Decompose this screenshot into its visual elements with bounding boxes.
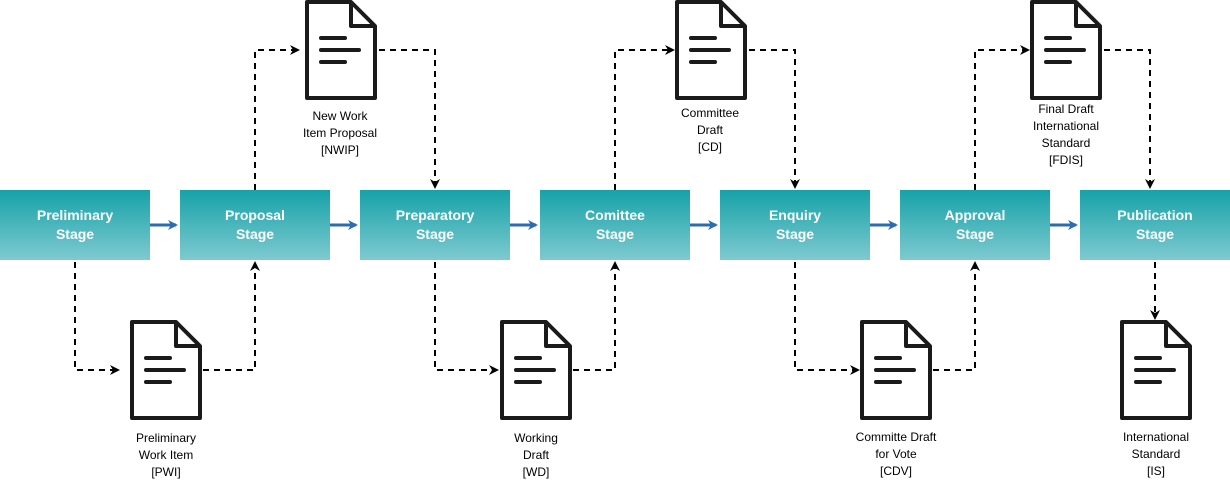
- stage-comittee-line1: Comittee: [585, 207, 645, 223]
- label-fdis: Final Draft International Standard [FDIS…: [996, 101, 1136, 169]
- connector-wd-to-comittee: [573, 261, 620, 371]
- stage-comittee[interactable]: Comittee Stage: [540, 190, 690, 260]
- stage-publication-line1: Publication: [1117, 207, 1193, 223]
- stage-enquiry-line2: Stage: [775, 226, 815, 242]
- label-pwi-line2: Work Item: [138, 448, 194, 462]
- stage-preparatory[interactable]: Preparatory Stage: [360, 190, 510, 260]
- label-cdv-line1: Committe Draft: [855, 430, 937, 444]
- label-wd: Working Draft [WD]: [466, 430, 606, 481]
- label-pwi: Preliminary Work Item [PWI]: [96, 430, 236, 481]
- label-is-line2: Standard: [1131, 447, 1181, 461]
- label-cdv-line2: for Vote: [875, 447, 917, 461]
- document-icon[interactable]: [500, 320, 572, 420]
- label-is-line3: [IS]: [1146, 464, 1165, 478]
- label-wd-line2: Draft: [522, 448, 549, 462]
- label-nwip-line2: Item Proposal: [302, 126, 378, 140]
- document-icon[interactable]: [305, 0, 377, 100]
- connector-fdis-to-publication: [1104, 49, 1155, 189]
- label-is: International Standard [IS]: [1086, 429, 1226, 480]
- label-nwip-line1: New Work: [312, 109, 368, 123]
- stage-proposal[interactable]: Proposal Stage: [180, 190, 330, 260]
- document-connectors: [74, 45, 1160, 375]
- label-fdis-line3: Standard: [1041, 136, 1091, 150]
- connector-preliminary-to-pwi: [74, 262, 120, 375]
- document-icon[interactable]: [675, 0, 747, 100]
- connector-approval-to-fdis: [974, 45, 1030, 190]
- stage-preparatory-line1: Preparatory: [395, 207, 475, 223]
- stage-approval-line1: Approval: [944, 207, 1006, 223]
- stage-preliminary-line1: Preliminary: [36, 207, 114, 223]
- connector-cd-to-enquiry: [749, 49, 800, 189]
- label-is-line1: International: [1122, 430, 1190, 444]
- connector-proposal-to-nwip: [254, 45, 300, 190]
- label-fdis-line1: Final Draft: [1038, 102, 1094, 116]
- connector-comittee-to-cd: [614, 45, 675, 190]
- connector-pwi-to-proposal: [203, 261, 260, 371]
- stage-comittee-line2: Stage: [595, 226, 635, 242]
- label-cdv-line3: [CDV]: [879, 464, 912, 478]
- label-wd-line3: [WD]: [522, 465, 550, 479]
- stage-approval[interactable]: Approval Stage: [900, 190, 1050, 260]
- label-pwi-line1: Preliminary: [135, 431, 196, 445]
- stage-preliminary[interactable]: Preliminary Stage: [0, 190, 150, 260]
- label-cd-line3: [CD]: [698, 140, 722, 154]
- document-icon[interactable]: [1120, 320, 1192, 420]
- connector-cdv-to-approval: [933, 261, 980, 371]
- stage-proposal-line2: Stage: [235, 226, 275, 242]
- label-fdis-line4: [FDIS]: [1048, 153, 1083, 167]
- label-cd-line2: Draft: [696, 123, 723, 137]
- stage-proposal-line1: Proposal: [225, 207, 285, 223]
- document-icon[interactable]: [1030, 0, 1102, 100]
- stage-preparatory-line2: Stage: [415, 226, 455, 242]
- connector-nwip-to-preparatory: [379, 49, 440, 189]
- stage-publication-line2: Stage: [1135, 226, 1175, 242]
- label-wd-line1: Working: [514, 431, 558, 445]
- stage-publication[interactable]: Publication Stage: [1080, 190, 1230, 260]
- label-cdv: Committe Draft for Vote [CDV]: [826, 429, 966, 480]
- connector-enquiry-to-cdv: [794, 262, 860, 375]
- connector-preparatory-to-wd: [434, 262, 499, 375]
- label-fdis-line2: International: [1032, 119, 1100, 133]
- document-icon[interactable]: [130, 320, 202, 420]
- label-cd-line1: Committee: [680, 106, 739, 120]
- stage-enquiry[interactable]: Enquiry Stage: [720, 190, 870, 260]
- label-nwip: New Work Item Proposal [NWIP]: [270, 108, 410, 159]
- label-pwi-line3: [PWI]: [151, 465, 181, 479]
- stage-approval-line2: Stage: [955, 226, 995, 242]
- label-nwip-line3: [NWIP]: [321, 143, 359, 157]
- stage-preliminary-line2: Stage: [55, 226, 95, 242]
- label-cd: Committee Draft [CD]: [640, 105, 780, 156]
- document-icon[interactable]: [860, 320, 932, 420]
- stage-enquiry-line1: Enquiry: [768, 207, 822, 223]
